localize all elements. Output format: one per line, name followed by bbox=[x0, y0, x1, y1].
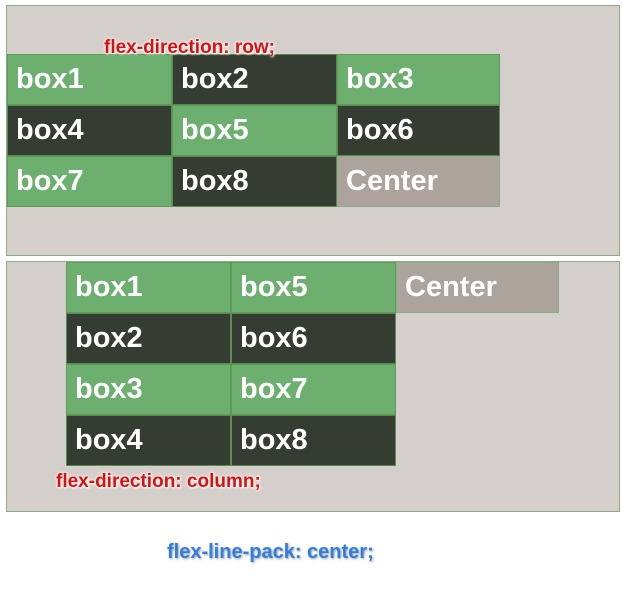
line-pack-caption: flex-line-pack: center; bbox=[167, 541, 374, 563]
row-box-7: box7 bbox=[7, 156, 172, 207]
row-direction-caption: flex-direction: row; bbox=[104, 37, 276, 58]
column-box-4: box4 bbox=[66, 415, 231, 466]
column-box-6: box6 bbox=[231, 313, 396, 364]
column-box-2: box2 bbox=[66, 313, 231, 364]
column-box-center: Center bbox=[396, 262, 559, 313]
column-box-3: box3 bbox=[66, 364, 231, 415]
column-box-7: box7 bbox=[231, 364, 396, 415]
row-demo-panel: box1 box2 box3 box4 box5 box6 box7 box8 … bbox=[6, 5, 620, 256]
column-empty-cell bbox=[396, 364, 559, 415]
column-empty-cell bbox=[396, 415, 559, 466]
column-box-5: box5 bbox=[231, 262, 396, 313]
row-box-6: box6 bbox=[337, 105, 500, 156]
row-box-3: box3 bbox=[337, 54, 500, 105]
row-box-8: box8 bbox=[172, 156, 337, 207]
column-direction-caption: flex-direction: column; bbox=[56, 471, 261, 492]
row-box-2: box2 bbox=[172, 54, 337, 105]
row-box-1: box1 bbox=[7, 54, 172, 105]
column-demo-panel: box1 box5 Center box2 box6 box3 box7 box… bbox=[6, 261, 620, 512]
column-empty-cell bbox=[396, 313, 559, 364]
column-box-1: box1 bbox=[66, 262, 231, 313]
row-box-4: box4 bbox=[7, 105, 172, 156]
column-box-8: box8 bbox=[231, 415, 396, 466]
row-box-5: box5 bbox=[172, 105, 337, 156]
row-demo-grid: box1 box2 box3 box4 box5 box6 box7 box8 … bbox=[7, 54, 500, 207]
column-demo-grid: box1 box5 Center box2 box6 box3 box7 box… bbox=[66, 262, 559, 466]
row-box-center: Center bbox=[337, 156, 500, 207]
